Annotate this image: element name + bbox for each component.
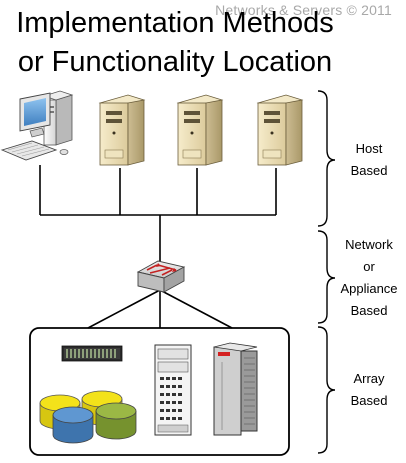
storage-array-cabinet-icon (213, 342, 258, 436)
title-line-2: or Functionality Location (17, 46, 333, 78)
tier-label-host: Host Based (334, 138, 404, 182)
tier-label-line: Based (350, 163, 388, 178)
network-switch-icon (136, 260, 186, 293)
tier-label-line: Appliance (340, 281, 398, 296)
storage-rack-icon (154, 344, 192, 436)
watermark: Networks & Servers © 2011 (215, 2, 392, 18)
tower-server-icon (176, 94, 224, 166)
tier-label-network: Network or Appliance Based (334, 234, 404, 322)
tier-label-line: Based (350, 393, 388, 408)
array-tier-brace (317, 326, 336, 454)
storage-array-enclosure (29, 327, 290, 456)
tier-label-array: Array Based (334, 368, 404, 412)
tier-braces (317, 90, 336, 454)
tower-server-icon (256, 94, 304, 166)
desktop-computer-icon (0, 90, 74, 161)
tower-server-icon (98, 94, 146, 166)
tier-label-line: Based (350, 303, 388, 318)
host-connection-lines (39, 165, 277, 262)
disk-shelf-icon (61, 345, 123, 362)
tier-label-line: Host (355, 141, 383, 156)
tier-label-line: or (363, 259, 375, 274)
switch-connection-lines (87, 289, 233, 329)
network-tier-brace (317, 230, 336, 324)
tier-label-line: Array (353, 371, 385, 386)
disk-cylinder-icon (95, 402, 137, 440)
disk-cylinder-icon (52, 406, 94, 444)
host-tier-brace (317, 90, 336, 227)
tier-label-line: Network (345, 237, 393, 252)
title-line-1: Implementation Methods (16, 7, 334, 39)
